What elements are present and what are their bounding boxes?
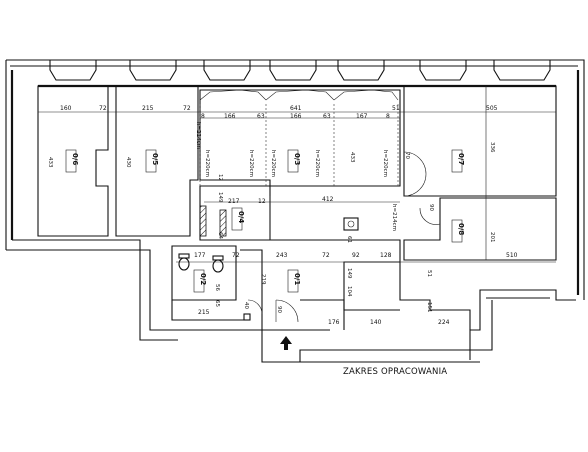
dim-top-1: 72 [99, 105, 107, 112]
dim-low-2: 219 [260, 274, 266, 285]
wall-hatch-2 [219, 209, 227, 237]
room-height-r06: 433 [47, 157, 53, 168]
dim-low-0: 56 [214, 284, 220, 291]
dim-mid-13: 61 [346, 236, 352, 243]
dim-mid-12: 510 [506, 252, 518, 259]
dim-top-6: 505 [486, 105, 498, 112]
sink-icon [343, 217, 359, 231]
dimensions-low: 56 65 219 149 104 151 215 176 140 224 40… [198, 268, 450, 326]
dim-mid-0: 217 [228, 198, 240, 205]
room-label-r01: 0/1 [293, 273, 301, 285]
ceiling-height-6: h=214cm [391, 204, 397, 231]
ceiling-height-3: h=220cm [270, 150, 276, 177]
dim-mid-6: 128 [380, 252, 392, 259]
dim-mid-3: 12 [258, 198, 266, 205]
room-r06-outline [37, 85, 109, 237]
fixtures [178, 217, 359, 321]
room-r07-outline [403, 85, 557, 197]
wall-hatch-1 [199, 205, 207, 237]
ceiling-height-1: h=220cm [204, 150, 210, 177]
door-swings [247, 151, 441, 323]
dim-low-10: 40 [243, 302, 249, 309]
dim-mid-11: 177 [194, 252, 206, 259]
dim-top-0: 160 [60, 105, 72, 112]
dim-mid-1: 149 [217, 192, 223, 203]
ceiling-heights: h=214cm h=220cm h=220cm h=220cm h=220cm … [195, 122, 397, 231]
entrance-arrow-icon [280, 336, 292, 350]
dim-low-9: 224 [438, 319, 450, 326]
dim-mid-8: 72 [322, 252, 330, 259]
radiator-icon [243, 313, 251, 321]
room-r04-outline [199, 185, 271, 241]
ceiling-height-0: h=214cm [195, 122, 201, 149]
toilet-icon [178, 257, 190, 271]
wc-wall [171, 300, 250, 321]
dim-low-3: 149 [346, 268, 352, 279]
ceiling-height-2: h=220cm [248, 150, 254, 177]
dimensions-top: 160 72 215 72 641 51 505 [60, 105, 498, 112]
room-r08-outline [403, 197, 557, 261]
dim-low-4: 104 [346, 286, 352, 297]
dim-mid-7: 92 [352, 252, 360, 259]
room-height-r05: 430 [125, 157, 131, 168]
vault-arcs [199, 89, 267, 101]
plan-caption: ZAKRES OPRACOWANIA [343, 367, 447, 377]
dim-low-1: 65 [214, 300, 220, 307]
entry-wall [240, 249, 263, 330]
dim-inner-1: 166 [224, 113, 236, 120]
window-bays [49, 60, 551, 81]
dim-mid-2: 12 [217, 174, 223, 181]
dim-mid-10: 72 [232, 252, 240, 259]
room-label-r03: 0/3 [293, 153, 301, 165]
room-label-r05: 0/5 [151, 153, 159, 165]
dim-top-2: 215 [142, 105, 154, 112]
dim-inner-0: 8 [201, 113, 205, 120]
dim-low-6: 215 [198, 309, 210, 316]
dim-inner-4: 63 [323, 113, 331, 120]
room-r02-outline [171, 245, 237, 301]
dim-mid-5: 64 [217, 232, 223, 239]
room-r05-outline [115, 85, 199, 237]
vault-arcs-2 [265, 89, 335, 101]
dim-mid-9: 243 [276, 252, 288, 259]
room-height-r08: 201 [489, 232, 495, 243]
dim-low-5: 151 [426, 302, 432, 313]
dim-mid-14: 51 [426, 270, 432, 277]
vault-arcs-3 [333, 89, 399, 101]
room-label-r07: 0/7 [457, 153, 465, 165]
dim-mid-4: 412 [322, 196, 334, 203]
room-label-r08: 0/8 [457, 223, 465, 235]
dim-inner-5: 167 [356, 113, 368, 120]
dim-inner-2: 63 [257, 113, 265, 120]
dim-low-7: 176 [328, 319, 340, 326]
room-label-r02: 0/2 [199, 273, 207, 285]
outer-walls [5, 59, 585, 363]
ceiling-height-5: h=220cm [382, 150, 388, 177]
dim-top-4: 641 [290, 105, 302, 112]
room-labels: 0/6 433 0/5 430 0/3 433 0/4 0/7 336 0/8 … [47, 142, 495, 293]
dimensions-inner: 8 166 63 166 63 167 8 [201, 113, 390, 120]
door-label-0: 90 [428, 204, 434, 211]
corridor-lower [399, 262, 471, 330]
ceiling-height-4: h=220cm [314, 150, 320, 177]
room-height-r07: 336 [489, 142, 495, 153]
dim-low-8: 140 [370, 319, 382, 326]
room-label-r04: 0/4 [237, 211, 245, 223]
dim-inner-6: 8 [386, 113, 390, 120]
dim-inner-3: 166 [290, 113, 302, 120]
door-label-1: 70 [404, 152, 410, 159]
dimensions-mid: 217 149 12 12 412 64 128 92 72 243 72 17… [194, 174, 518, 277]
room-label-r06: 0/6 [71, 153, 79, 165]
corridor-lower-2 [300, 299, 345, 330]
dimension-guides [38, 86, 556, 263]
dim-top-3: 72 [183, 105, 191, 112]
room-height-r03: 433 [349, 152, 355, 163]
dim-low-11: 90 [276, 306, 282, 313]
dim-top-5: 51 [392, 105, 400, 112]
